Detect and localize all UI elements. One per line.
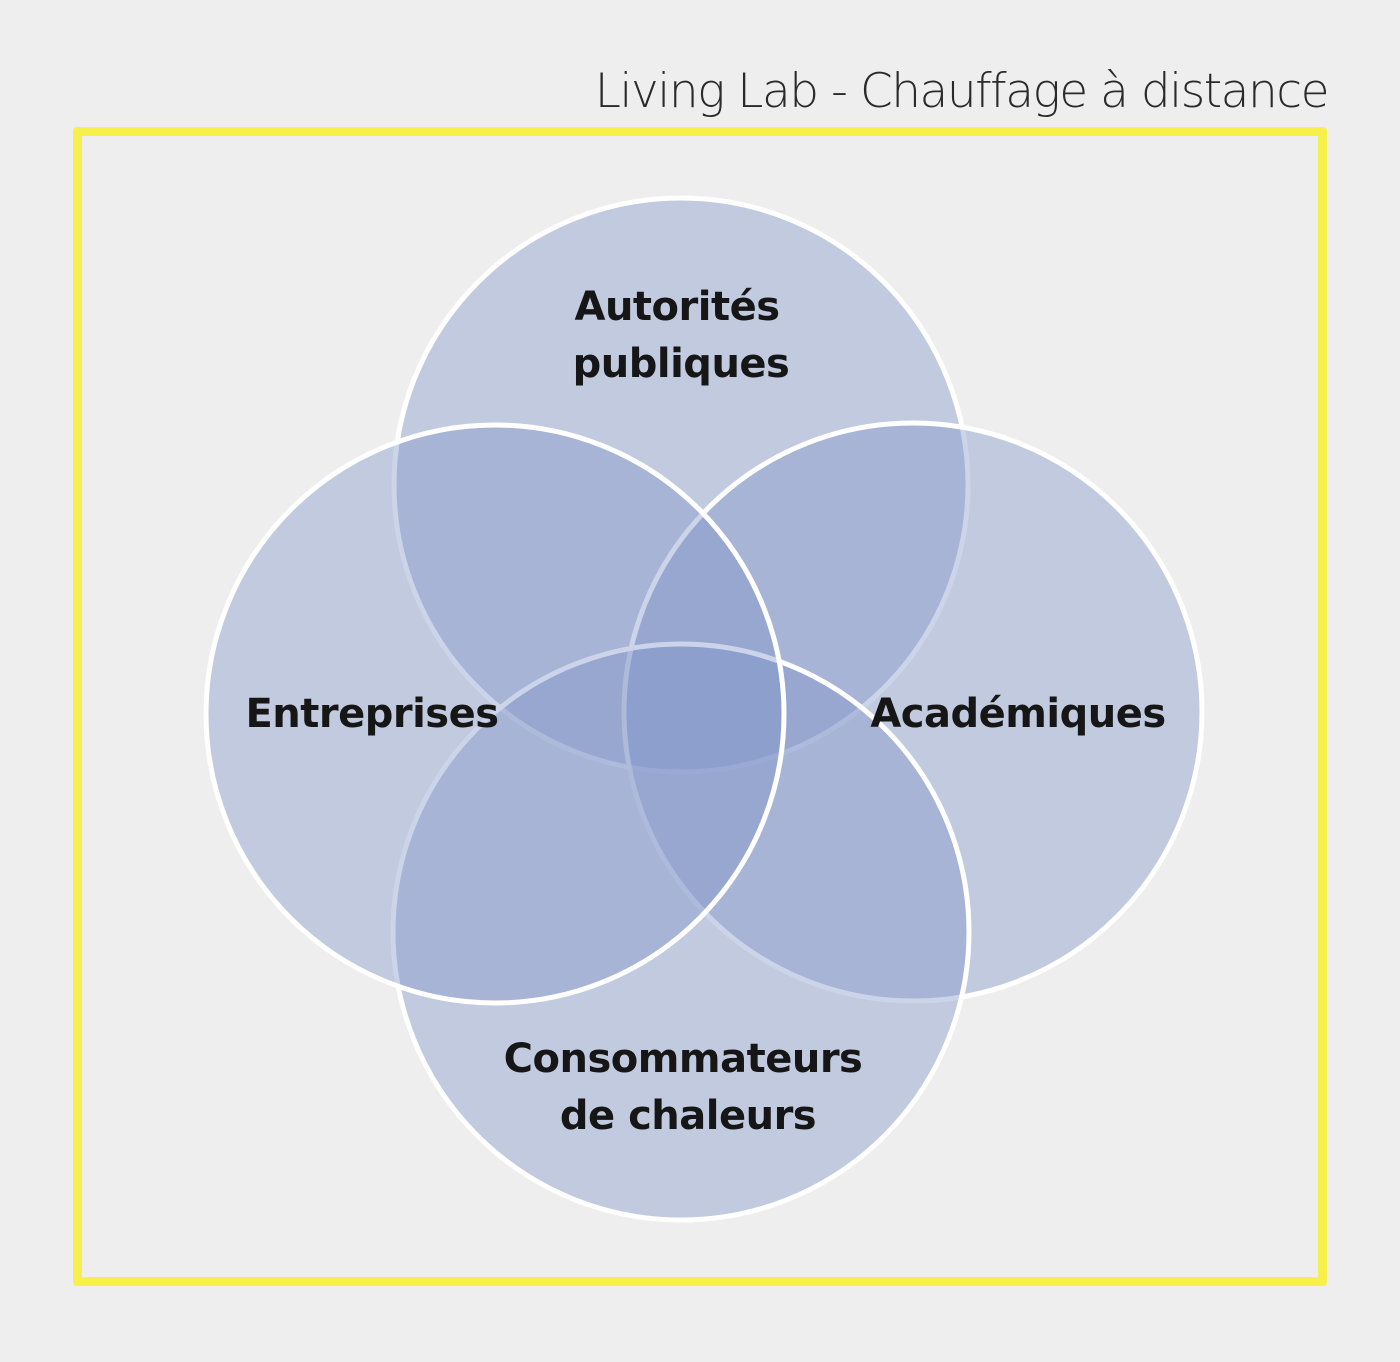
- circle-academiques: [621, 420, 1205, 1004]
- label-line: Entreprises: [245, 691, 498, 737]
- circle-autorites-publiques: [391, 195, 971, 775]
- yellow-frame: [73, 127, 1327, 1286]
- circle-entreprises: [203, 422, 787, 1006]
- label-academiques: Académiques: [870, 691, 1166, 737]
- label-line: Autorités: [574, 284, 779, 330]
- label-consommateurs: Consommateurs de chaleurs: [504, 1036, 863, 1139]
- label-line: de chaleurs: [560, 1093, 816, 1139]
- label-entreprises: Entreprises: [245, 691, 499, 737]
- label-line: Académiques: [870, 691, 1165, 737]
- label-line: publiques: [573, 341, 790, 387]
- label-line: Consommateurs: [504, 1036, 863, 1082]
- label-autorites-publiques: Autorités publiques: [573, 284, 790, 387]
- page-title: Living Lab - Chauffage à distance: [594, 64, 1330, 119]
